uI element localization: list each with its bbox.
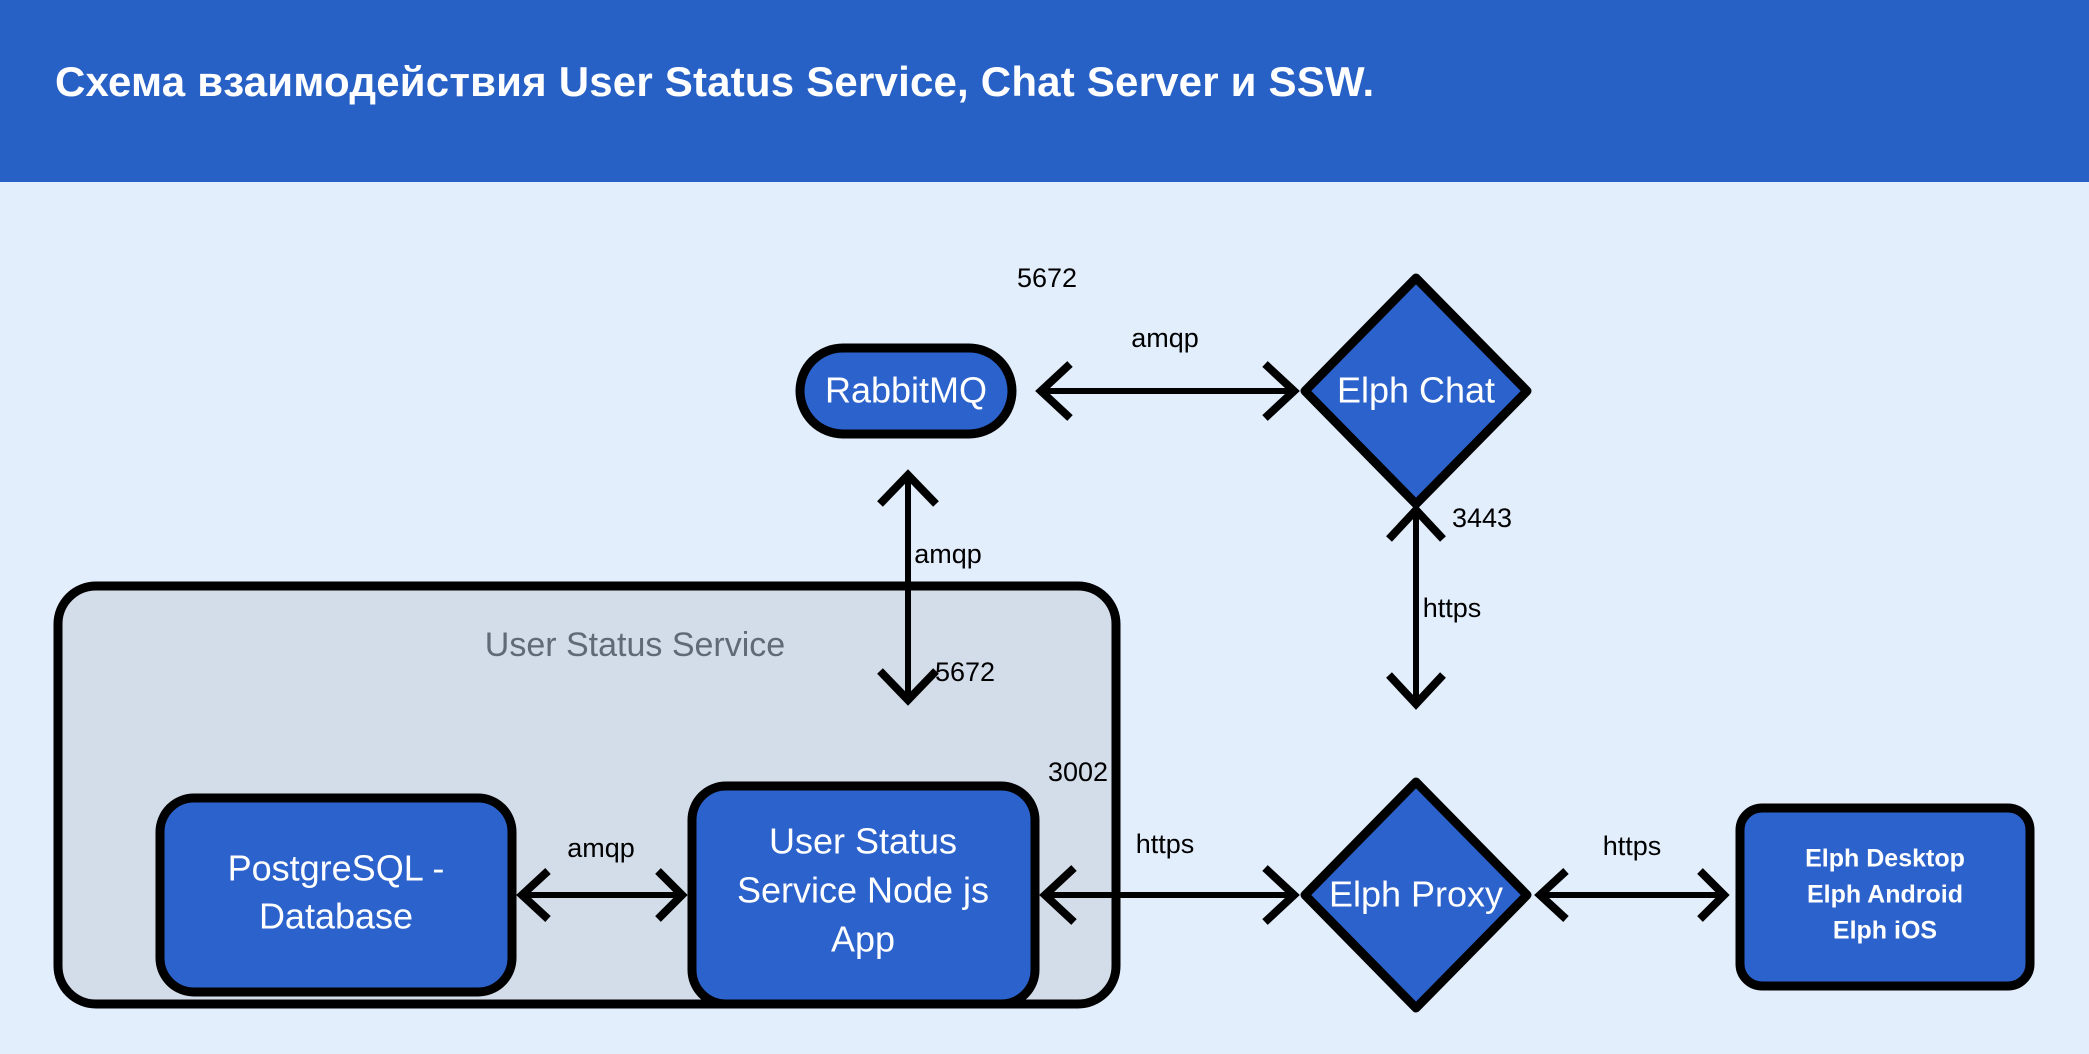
arrowhead-up-elphchat [1386, 504, 1446, 542]
arrowhead-left-elphproxy [1534, 868, 1569, 922]
arrowhead-up-rabbitmq [877, 469, 939, 507]
node-clients-label-line3: Elph iOS [1833, 917, 1937, 945]
edge-rabbitmq-elphchat[interactable]: amqp 5672 [1017, 263, 1300, 421]
edge-label-amqp-inner: amqp [567, 833, 635, 863]
node-uss-app-label-line2: Service Node js [737, 870, 989, 911]
edge-label-https-vertical: https [1423, 593, 1482, 623]
port-label-5672-top: 5672 [1017, 263, 1077, 293]
arrowhead-down-elphproxy [1386, 672, 1446, 710]
diagram-svg: User Status Service amqp 5672 RabbitMQ [53, 263, 2035, 1013]
arrowhead-right-elphproxy [1262, 865, 1300, 925]
edge-ussapp-elphproxy[interactable]: 3002 https [1039, 757, 1300, 925]
node-elph-proxy-label: Elph Proxy [1329, 874, 1503, 915]
edge-elphproxy-clients[interactable]: https [1534, 831, 1730, 922]
edge-label-amqp-horizontal: amqp [1131, 323, 1199, 353]
node-postgresql-shape [155, 793, 517, 997]
group-title-label: User Status Service [485, 626, 785, 664]
node-clients-label-line1: Elph Desktop [1805, 845, 1965, 873]
node-rabbitmq-shape [795, 343, 1017, 439]
arrowhead-right-clients [1697, 868, 1730, 922]
node-elph-chat[interactable]: Elph Chat [1300, 273, 1532, 509]
port-label-3443: 3443 [1452, 503, 1512, 533]
edge-ussapp-rabbitmq[interactable]: amqp 5672 [877, 469, 995, 706]
node-elph-chat-label: Elph Chat [1337, 370, 1495, 411]
page-title: Схема взаимодействия User Status Service… [55, 58, 1375, 105]
node-postgresql[interactable]: PostgreSQL - Database [155, 793, 517, 997]
port-label-5672-mid: 5672 [935, 657, 995, 687]
node-uss-app-label-line1: User Status [769, 821, 957, 862]
arrowhead-left-rabbitmq [1035, 361, 1073, 421]
edge-label-https-clients: https [1603, 831, 1662, 861]
node-clients[interactable]: Elph Desktop Elph Android Elph iOS [1735, 803, 2035, 991]
node-uss-app-label-line3: App [831, 919, 895, 960]
edge-label-amqp-vertical: amqp [914, 539, 982, 569]
node-elph-chat-shape [1300, 273, 1532, 509]
node-postgresql-label-line2: Database [259, 896, 413, 937]
arrowhead-right-elphchat [1262, 361, 1300, 421]
diagram-canvas: User Status Service amqp 5672 RabbitMQ [0, 182, 2089, 1054]
port-label-3002: 3002 [1048, 757, 1108, 787]
node-elph-proxy-shape [1300, 777, 1532, 1013]
edge-elphchat-elphproxy[interactable]: 3443 https [1386, 503, 1512, 710]
node-rabbitmq-label: RabbitMQ [825, 370, 987, 411]
node-uss-app[interactable]: User Status Service Node js App [687, 781, 1040, 1009]
arrowhead-left-postgres [516, 868, 551, 922]
node-elph-proxy[interactable]: Elph Proxy [1300, 777, 1532, 1013]
edge-postgres-ussapp[interactable]: amqp [516, 833, 688, 922]
header-band [0, 0, 2089, 182]
edge-label-https-ussapp: https [1136, 829, 1195, 859]
arrowhead-left-ussapp [1039, 865, 1077, 925]
node-clients-shape [1735, 803, 2035, 991]
arrowhead-right-ussapp [655, 868, 688, 922]
node-clients-label-line2: Elph Android [1807, 881, 1963, 909]
node-postgresql-label-line1: PostgreSQL - [228, 848, 445, 889]
arrowhead-down-ussapp [877, 668, 939, 706]
node-uss-app-shape [687, 781, 1040, 1009]
node-rabbitmq[interactable]: RabbitMQ [795, 343, 1017, 439]
